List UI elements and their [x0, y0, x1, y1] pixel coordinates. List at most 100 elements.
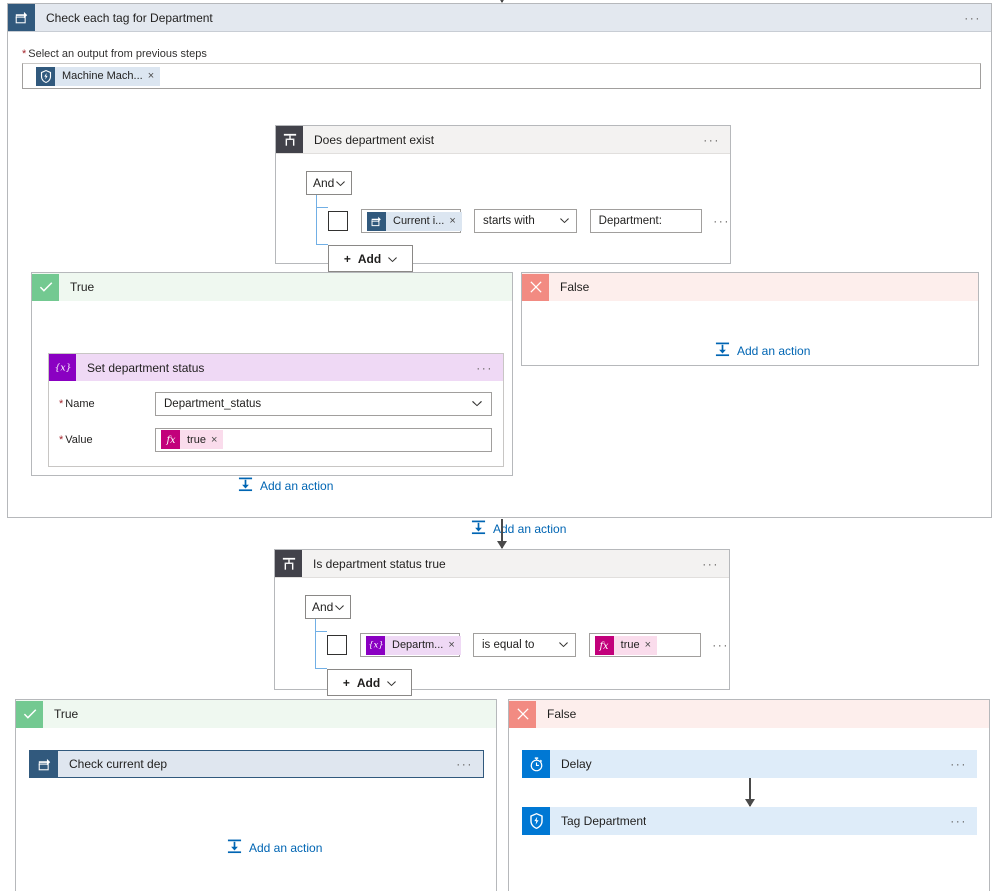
condition-does-department-exist[interactable]: Does department exist ··· And	[275, 125, 731, 272]
token-chip-department-status[interactable]: {x} Departm... ×	[366, 635, 461, 655]
foreach-title: Check each tag for Department	[46, 10, 213, 25]
add-action-label: Add an action	[737, 344, 811, 358]
foreach-loop-icon	[30, 750, 58, 778]
operator-label: is equal to	[482, 639, 535, 651]
chevron-down-icon	[387, 676, 397, 690]
condition-1-rule-row: Current i... × starts with Department:	[328, 209, 730, 233]
branch-true-department-status[interactable]: True Check current dep ···	[15, 699, 497, 891]
set-dept-header[interactable]: {x} Set department status ···	[49, 354, 503, 381]
shield-icon	[522, 807, 550, 835]
foreach-loop-icon	[8, 4, 35, 31]
variable-icon: {x}	[49, 354, 76, 381]
branch-2-false-label: False	[547, 707, 577, 721]
branch-2-true-add-action[interactable]: Add an action	[227, 839, 322, 857]
condition-2-header[interactable]: Is department status true ···	[275, 550, 729, 578]
param-input-value[interactable]: fx true ×	[155, 427, 492, 452]
value-remove-icon[interactable]: ×	[644, 639, 652, 651]
token-chip-true-expression[interactable]: fx true ×	[594, 635, 658, 655]
token-chip-label: Machine Mach...	[62, 70, 143, 82]
required-marker: *	[22, 48, 27, 60]
foreach-scope[interactable]: Check each tag for Department ··· *Selec…	[7, 3, 992, 536]
action-check-current-dep[interactable]: Check current dep ···	[29, 750, 484, 778]
condition-2-operator-select[interactable]: is equal to	[473, 633, 576, 657]
foreach-body: *Select an output from previous steps Ma…	[8, 32, 991, 536]
token-remove-icon[interactable]: ×	[147, 70, 155, 82]
param-input-name[interactable]: Department_status	[155, 391, 492, 416]
condition-1-value-input[interactable]: Department:	[589, 209, 703, 233]
condition-icon	[275, 550, 302, 577]
condition-1-logic-operator[interactable]: And	[306, 171, 352, 195]
condition-2-rule-checkbox[interactable]	[327, 635, 347, 655]
branch-1-false-add-action[interactable]: Add an action	[715, 342, 810, 360]
condition-icon	[276, 126, 303, 153]
token-chip-current-item[interactable]: Current i... ×	[367, 211, 462, 231]
operand-remove-icon[interactable]: ×	[449, 215, 456, 227]
chevron-down-icon	[558, 639, 568, 651]
check-icon	[32, 273, 59, 301]
action-set-department-status[interactable]: {x} Set department status ··· *Name	[48, 353, 504, 467]
condition-1-rule-menu-button[interactable]: ···	[713, 213, 730, 228]
plus-icon: +	[342, 675, 350, 690]
condition-2-add-button[interactable]: + Add	[327, 669, 412, 696]
connector-delay-to-tag-department	[745, 778, 755, 807]
branch-false-department-status[interactable]: False Delay ···	[508, 699, 990, 891]
condition-1-title: Does department exist	[314, 132, 435, 147]
add-action-icon	[715, 342, 730, 360]
logic-operator-label: And	[312, 600, 334, 614]
param-row-value: *Value fx true	[49, 426, 503, 453]
delay-menu-button[interactable]: ···	[950, 757, 967, 771]
close-icon	[522, 273, 549, 301]
condition-2-operand-field[interactable]: {x} Departm... ×	[360, 633, 461, 657]
connector-foreach-to-condition2	[497, 519, 507, 549]
tag-department-menu-button[interactable]: ···	[950, 814, 967, 828]
token-chip-machine[interactable]: Machine Mach... ×	[36, 66, 161, 86]
branch-2-false-header: False	[509, 700, 989, 728]
condition-1-rule-rail	[316, 195, 317, 244]
condition-1-operator-select[interactable]: starts with	[474, 209, 577, 233]
foreach-output-label: *Select an output from previous steps	[22, 48, 207, 60]
condition-2-logic-operator[interactable]: And	[305, 595, 351, 619]
tag-department-title: Tag Department	[561, 814, 647, 828]
foreach-add-action[interactable]: Add an action	[471, 520, 566, 538]
expression-fx-icon: fx	[161, 430, 180, 449]
branch-1-true-add-action[interactable]: Add an action	[238, 477, 333, 495]
condition-is-department-status-true[interactable]: Is department status true ··· And	[274, 549, 730, 696]
token-chip-true-expression[interactable]: fx true ×	[161, 430, 224, 449]
condition-2-menu-button[interactable]: ···	[702, 556, 719, 571]
condition-2-rule-tick	[315, 631, 327, 632]
operand-remove-icon[interactable]: ×	[448, 639, 455, 651]
branch-1-true-body: {x} Set department status ··· *Name	[32, 301, 512, 493]
condition-2-rule-menu-button[interactable]: ···	[712, 637, 729, 652]
plus-icon: +	[343, 251, 351, 266]
value-remove-icon[interactable]: ×	[210, 433, 218, 446]
foreach-menu-button[interactable]: ···	[964, 10, 981, 25]
set-dept-menu-button[interactable]: ···	[476, 360, 493, 375]
svg-text:{x}: {x}	[54, 363, 71, 374]
condition-1-operand-field[interactable]: Current i... ×	[361, 209, 462, 233]
add-action-label: Add an action	[249, 841, 323, 855]
branch-false-department-exists[interactable]: False Add an action	[521, 272, 979, 366]
add-action-label: Add an action	[493, 522, 567, 536]
param-value-name: Department_status	[164, 397, 262, 410]
chevron-down-icon	[559, 215, 569, 227]
check-current-dep-menu-button[interactable]: ···	[456, 757, 473, 771]
foreach-header[interactable]: Check each tag for Department ···	[8, 4, 991, 32]
action-tag-department[interactable]: Tag Department ···	[522, 807, 977, 835]
branch-true-department-exists[interactable]: True {x} Set department status ···	[31, 272, 513, 493]
action-delay[interactable]: Delay ···	[522, 750, 977, 778]
condition-1-header[interactable]: Does department exist ···	[276, 126, 730, 154]
condition-1-rule-checkbox[interactable]	[328, 211, 348, 231]
add-action-label: Add an action	[260, 479, 334, 493]
condition-1-menu-button[interactable]: ···	[703, 132, 720, 147]
condition-2-body: And {x} Departm...	[275, 578, 729, 714]
condition-2-value-field[interactable]: fx true ×	[588, 633, 702, 657]
check-icon	[16, 700, 43, 728]
condition-1-add-button[interactable]: + Add	[328, 245, 413, 272]
incoming-connector-arrow	[497, 0, 507, 3]
foreach-output-input[interactable]: Machine Mach... ×	[22, 63, 981, 89]
condition-2-title: Is department status true	[313, 556, 446, 571]
svg-text:{x}: {x}	[368, 640, 383, 650]
branch-1-true-label: True	[70, 280, 95, 294]
add-button-label: Add	[357, 251, 382, 266]
